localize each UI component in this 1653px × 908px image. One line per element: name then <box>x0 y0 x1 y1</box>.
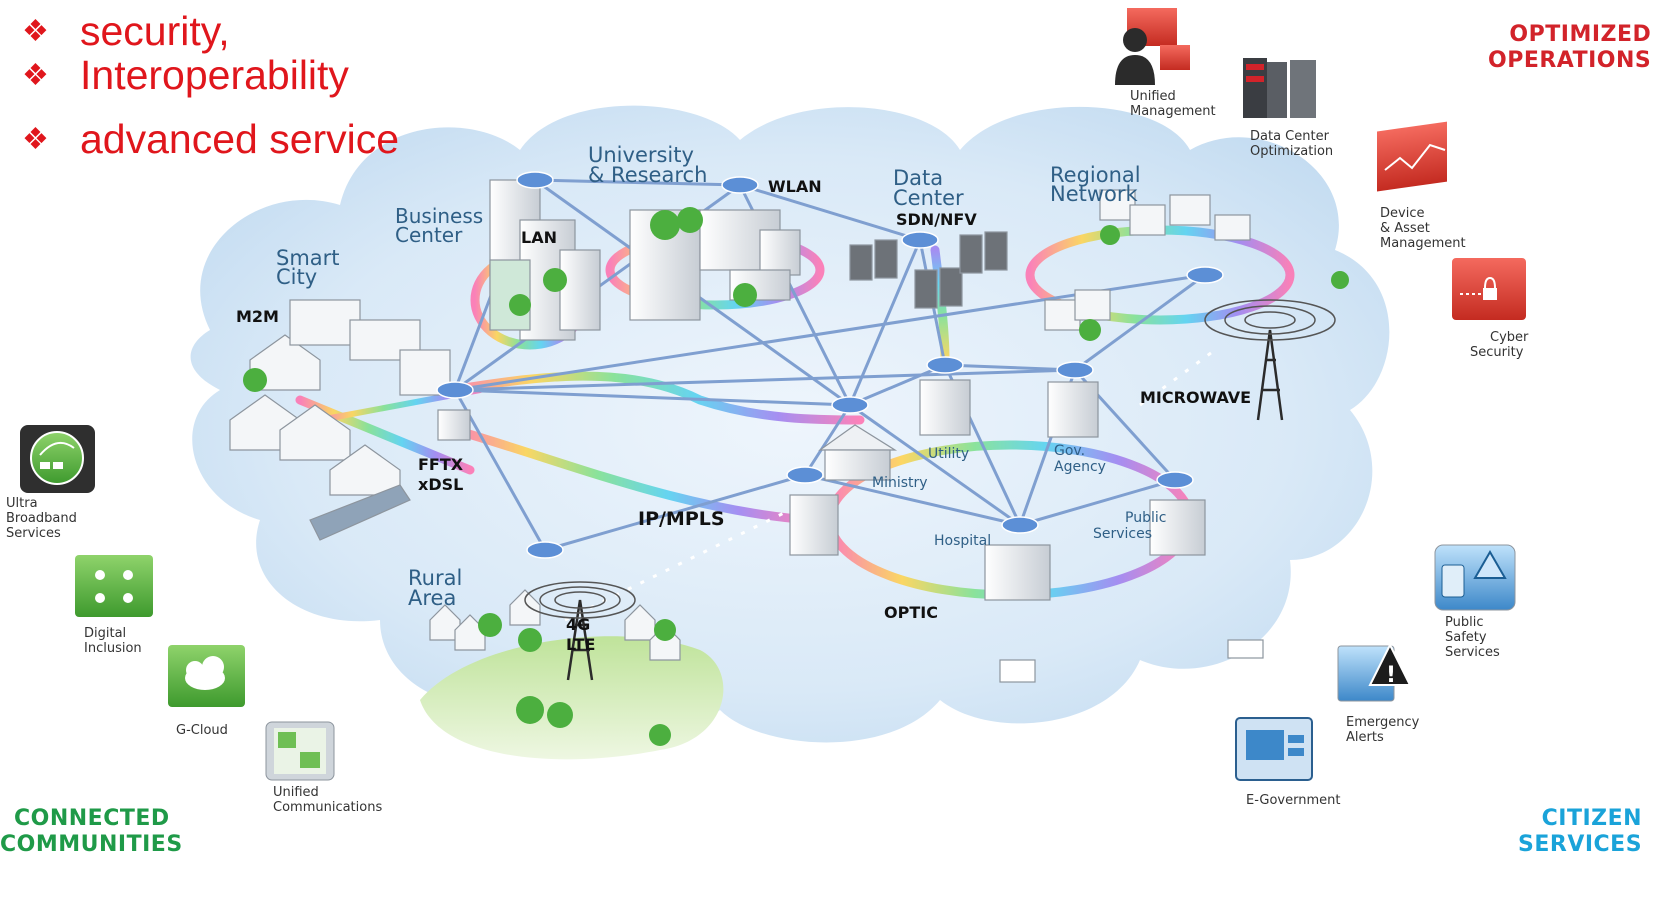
broadband-icon <box>20 425 95 493</box>
left-service-icons <box>20 425 335 781</box>
network-nodes <box>436 171 1224 559</box>
label-ministry: Ministry <box>872 475 928 491</box>
svg-text:!: ! <box>1386 663 1396 688</box>
label-microwave: MICROWAVE <box>1140 388 1251 407</box>
cloud-icon <box>168 645 245 707</box>
bullet-item: ❖ Interoperability <box>22 52 349 99</box>
label-optic: OPTIC <box>884 603 938 622</box>
label-ipmpls: IP/MPLS <box>638 508 725 530</box>
bullet-text: Interoperability <box>80 52 349 98</box>
trees <box>243 207 1349 746</box>
asset-chart-icon <box>1377 121 1447 192</box>
person-monitor-icon <box>1115 8 1190 85</box>
title-connected-communities: CONNECTED COMMUNITIES <box>0 806 183 857</box>
label-utility: Utility <box>928 446 969 462</box>
title-optimized-operations: OPTIMIZED OPERATIONS <box>1488 22 1652 73</box>
label-e-government: E-Government <box>1246 793 1340 808</box>
rural-hill <box>420 636 724 760</box>
warning-phone-icon <box>1434 544 1516 611</box>
tablet-icon <box>265 721 335 781</box>
label-hospital: Hospital <box>934 533 991 549</box>
alert-tablet-icon: ! <box>1337 642 1412 702</box>
bullet-text: security, <box>80 8 230 54</box>
label-gov-agency: Gov.Agency <box>1054 443 1106 475</box>
bullet-item: ❖ security, <box>22 8 230 55</box>
bullet-diamond-icon: ❖ <box>22 123 49 156</box>
radio-waves <box>524 299 1336 619</box>
bullet-item: ❖ advanced service <box>22 116 399 163</box>
cell-towers <box>566 329 1284 681</box>
top-right-service-icons <box>1115 8 1526 320</box>
label-m2m: M2M <box>236 307 279 326</box>
microwave-links <box>564 348 1216 622</box>
bullet-diamond-icon: ❖ <box>22 59 49 92</box>
label-lan: LAN <box>521 228 557 247</box>
people-icon <box>75 555 153 617</box>
label-sdn: SDN/NFV <box>896 210 977 229</box>
government-icon <box>1235 717 1313 781</box>
label-wlan: WLAN <box>768 177 822 196</box>
bullet-text: advanced service <box>80 116 400 162</box>
lock-network-icon <box>1452 258 1526 320</box>
label-g-cloud: G-Cloud <box>176 723 228 738</box>
bottom-right-service-icons: ! <box>1235 544 1516 781</box>
server-rack-icon <box>1243 58 1316 118</box>
title-citizen-services: CITIZEN SERVICES <box>1518 806 1643 857</box>
label-university: University& Research <box>588 143 707 187</box>
bullet-diamond-icon: ❖ <box>22 15 49 48</box>
